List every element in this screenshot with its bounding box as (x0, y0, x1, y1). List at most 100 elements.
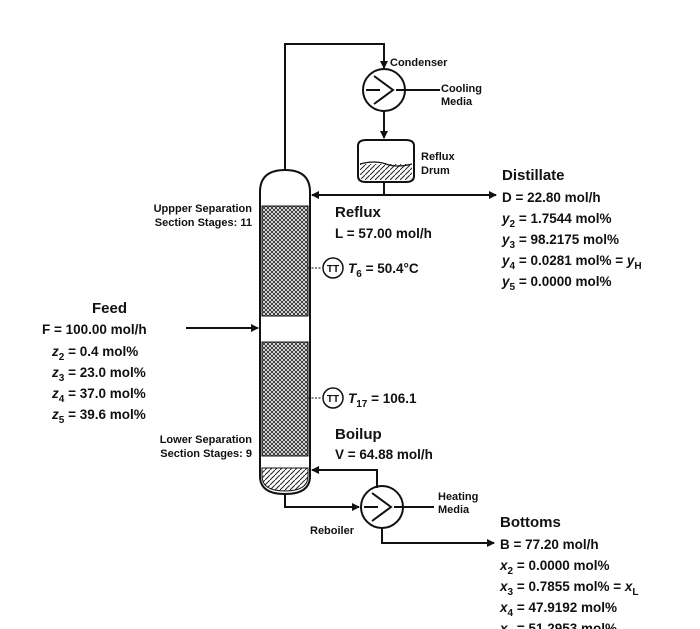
bot-comp-row: x4 = 47.9192 mol% (499, 600, 617, 619)
upper-packing (261, 205, 309, 317)
overhead-vapor-line (284, 43, 388, 170)
dist-comp-row: y2 = 1.7544 mol% (501, 211, 612, 230)
dist-comp-row: y5 = 0.0000 mol% (501, 274, 612, 293)
reflux-flow: L = 57.00 mol/h (335, 226, 432, 241)
lower-section-label-line1: Lower Separation (160, 434, 253, 446)
feed-comp-value: = 0.4 mol% (64, 344, 138, 359)
cooling-media-label-line2: Media (441, 96, 473, 108)
feed-comp-symbol: z (51, 386, 59, 401)
tt-lower-value: = 106.1 (367, 391, 417, 406)
tt-upper-subscript: 6 (356, 269, 362, 280)
reboiler-label: Reboiler (310, 525, 355, 537)
bot-comp-symbol: x (499, 600, 508, 615)
feed-comp-subscript: 2 (59, 352, 65, 363)
distillate-flow: D = 22.80 mol/h (502, 190, 601, 205)
bot-comp-value: = 47.9192 mol% (513, 600, 617, 615)
reflux-drum-label-line2: Drum (421, 165, 450, 177)
bot-comp-row: x3 = 0.7855 mol% = xL (499, 579, 639, 598)
feed-comp-row: z3 = 23.0 mol% (51, 365, 146, 384)
upper-section-label-line1: Uppper Separation (154, 203, 253, 215)
feed-comp-subscript: 4 (59, 394, 65, 405)
feed-comp-value: = 39.6 mol% (64, 407, 145, 422)
reflux-title: Reflux (335, 204, 382, 221)
cooling-media-label-line1: Cooling (441, 83, 482, 95)
feed-comp-symbol: z (51, 365, 59, 380)
reflux-drum (357, 139, 415, 183)
lower-section-label-line2: Section Stages: 9 (160, 448, 252, 460)
bot-comp-symbol: x (499, 579, 508, 594)
dist-comp-subscript: 2 (510, 219, 516, 230)
lower-packing (261, 341, 309, 457)
distillate-title: Distillate (502, 167, 565, 184)
feed-comp-symbol: z (51, 407, 59, 422)
dist-comp-value: = 0.0281 mol% = (515, 253, 627, 268)
bot-comp-symbol: x (499, 621, 508, 629)
tt-upper-value: = 50.4°C (362, 261, 419, 276)
tt-upper-instrument (308, 257, 344, 279)
dist-comp-subscript: 5 (510, 282, 516, 293)
feed-comp-subscript: 5 (59, 415, 65, 426)
bot-comp-subscript: 3 (508, 587, 514, 598)
reboiler-exchanger (360, 485, 434, 529)
bot-comp-key-symbol: x (624, 579, 633, 594)
condenser-exchanger (362, 68, 440, 112)
feed-comp-value: = 23.0 mol% (64, 365, 145, 380)
tt-upper-tag: TT (327, 264, 339, 275)
feed-comp-value: = 37.0 mol% (64, 386, 145, 401)
bot-comp-value: = 0.7855 mol% = (513, 579, 625, 594)
dist-comp-key-symbol: y (626, 253, 636, 268)
dist-comp-key-subscript: H (634, 261, 641, 272)
distillate-composition: y2 = 1.7544 mol%y3 = 98.2175 mol%y4 = 0.… (501, 211, 642, 293)
bottoms-flow: B = 77.20 mol/h (500, 537, 599, 552)
dist-comp-symbol: y (501, 211, 511, 226)
bot-comp-subscript: 4 (508, 608, 514, 619)
feed-title: Feed (92, 300, 127, 317)
bot-comp-subscript: 2 (508, 566, 514, 577)
tt-upper-symbol: T (348, 261, 358, 276)
distillation-column (259, 168, 311, 496)
feed-flow: F = 100.00 mol/h (42, 322, 147, 337)
tt-upper-reading: T6 = 50.4°C (348, 261, 419, 280)
dist-comp-symbol: y (501, 232, 511, 247)
condenser-label: Condenser (390, 57, 448, 69)
dist-comp-symbol: y (501, 253, 511, 268)
boilup-return-line (311, 466, 378, 488)
bottoms-title: Bottoms (500, 514, 561, 531)
reflux-drum-label-line1: Reflux (421, 151, 456, 163)
column-sump (261, 467, 309, 492)
dist-comp-subscript: 3 (510, 240, 516, 251)
feed-composition: z2 = 0.4 mol%z3 = 23.0 mol%z4 = 37.0 mol… (51, 344, 146, 426)
feed-comp-row: z5 = 39.6 mol% (51, 407, 146, 426)
tt-lower-symbol: T (348, 391, 358, 406)
dist-comp-row: y3 = 98.2175 mol% (501, 232, 619, 251)
dist-comp-symbol: y (501, 274, 511, 289)
tt-lower-tag: TT (327, 394, 339, 405)
dist-comp-value: = 1.7544 mol% (515, 211, 611, 226)
bot-comp-value: = 0.0000 mol% (513, 558, 609, 573)
bottoms-composition: x2 = 0.0000 mol%x3 = 0.7855 mol% = xLx4 … (499, 558, 639, 629)
dist-comp-subscript: 4 (510, 261, 516, 272)
bot-comp-symbol: x (499, 558, 508, 573)
bottoms-draw-line (284, 494, 360, 511)
dist-comp-row: y4 = 0.0281 mol% = yH (501, 253, 642, 272)
heating-media-label-line2: Media (438, 504, 470, 516)
feed-comp-symbol: z (51, 344, 59, 359)
bot-comp-row: x5 = 51.2953 mol% (499, 621, 617, 629)
boilup-title: Boilup (335, 426, 382, 443)
feed-comp-subscript: 3 (59, 373, 65, 384)
bot-comp-key-subscript: L (632, 587, 638, 598)
tt-lower-reading: T17 = 106.1 (348, 391, 417, 410)
tt-lower-subscript: 17 (356, 399, 368, 410)
feed-comp-row: z2 = 0.4 mol% (51, 344, 138, 363)
bot-comp-row: x2 = 0.0000 mol% (499, 558, 610, 577)
bottoms-product-line (381, 528, 495, 547)
tt-lower-instrument (308, 387, 344, 409)
heating-media-label-line1: Heating (438, 491, 478, 503)
boilup-flow: V = 64.88 mol/h (335, 447, 433, 462)
dist-comp-value: = 0.0000 mol% (515, 274, 611, 289)
upper-section-label-line2: Section Stages: 11 (155, 217, 252, 229)
bot-comp-value: = 51.2953 mol% (513, 621, 617, 629)
feed-comp-row: z4 = 37.0 mol% (51, 386, 146, 405)
dist-comp-value: = 98.2175 mol% (515, 232, 619, 247)
